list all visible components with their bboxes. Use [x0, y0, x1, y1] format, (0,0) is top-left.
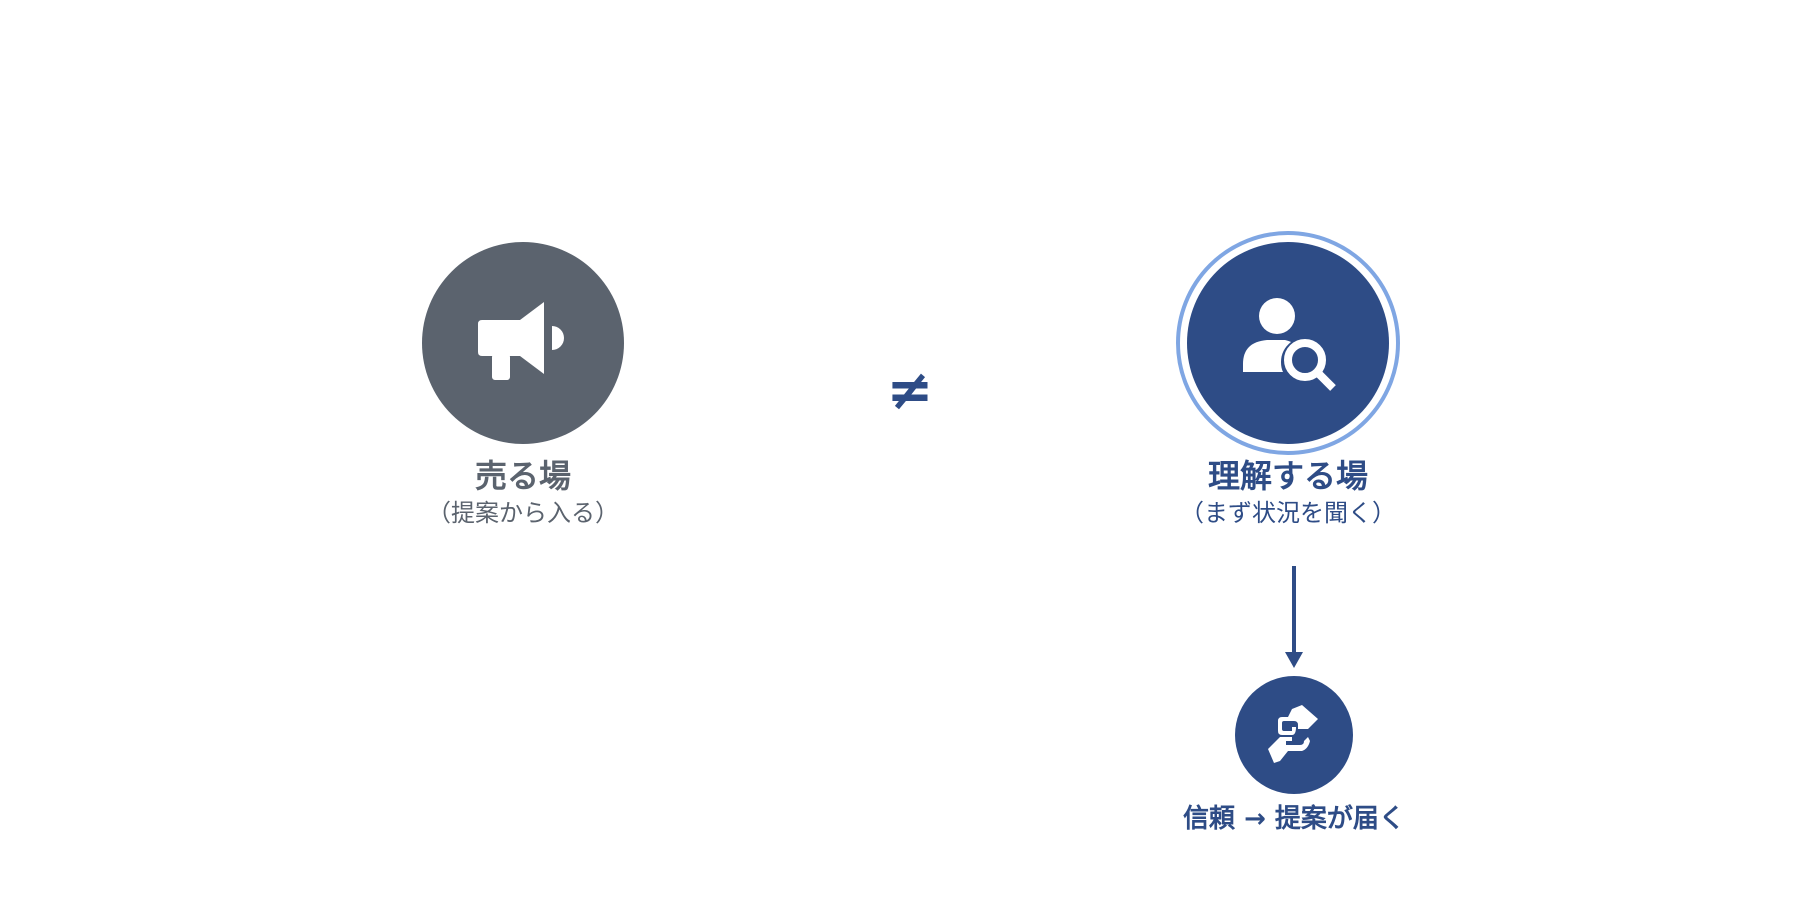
user-search-circle	[1187, 242, 1389, 444]
selling-place-title: 売る場	[474, 457, 571, 495]
understanding-place-title: 理解する場	[1207, 457, 1368, 495]
highlight-ring	[1176, 231, 1400, 455]
handshake-icon	[1268, 705, 1318, 763]
megaphone-circle	[422, 242, 624, 444]
user-search-icon	[1243, 298, 1336, 391]
trust-result-label: 信頼 → 提案が届く	[1183, 804, 1405, 834]
selling-place-subtitle: （提案から入る）	[427, 499, 619, 527]
selling-place-node: 売る場 （提案から入る）	[422, 242, 624, 528]
megaphone-icon	[478, 302, 564, 380]
understanding-place-node: 理解する場 （まず状況を聞く）	[1176, 231, 1400, 528]
trust-result-node	[1235, 676, 1353, 794]
handshake-circle	[1235, 676, 1353, 794]
not-equal-symbol: ≠	[886, 357, 934, 423]
understanding-place-subtitle: （まず状況を聞く）	[1180, 499, 1396, 527]
down-arrow	[1285, 566, 1303, 668]
